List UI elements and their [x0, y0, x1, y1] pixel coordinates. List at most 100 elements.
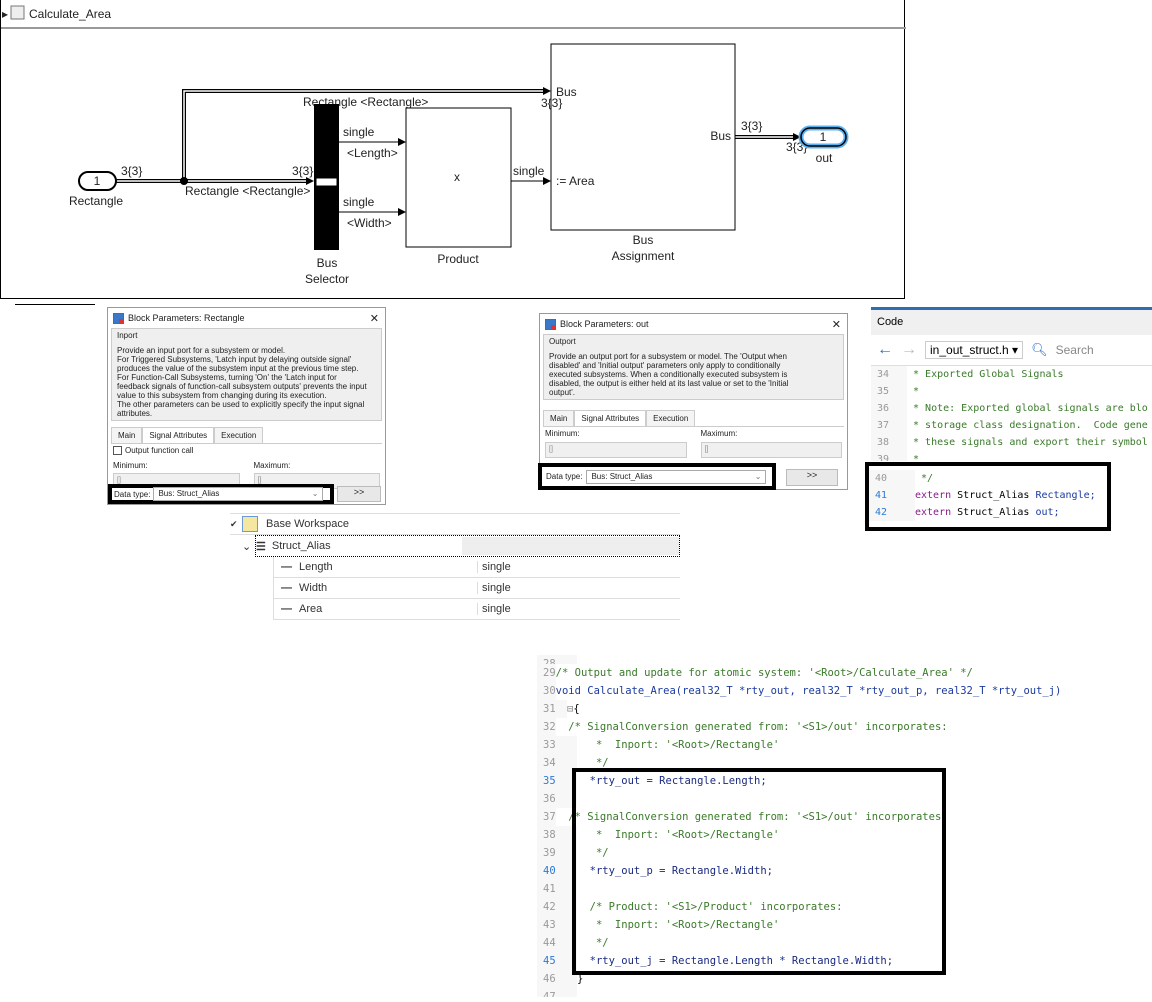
line-number: 37	[537, 808, 556, 826]
data-type-label: Data type:	[546, 472, 583, 481]
signal-type: single	[343, 125, 375, 139]
bus-assignment-label: Bus	[633, 233, 654, 247]
minimum-label: Minimum:	[113, 461, 148, 470]
branch-point	[180, 177, 188, 185]
code-line: 47	[537, 988, 945, 997]
show-assistant-button[interactable]: >>	[337, 486, 381, 502]
file-select[interactable]: in_out_struct.h ▾	[925, 341, 1024, 359]
dim-label: 3{3}	[121, 164, 142, 178]
code-text: *rty_out = Rectangle.Length;	[577, 775, 767, 787]
maximum-input[interactable]: []	[700, 442, 842, 458]
tab-execution[interactable]: Execution	[214, 427, 264, 443]
app-icon	[113, 312, 124, 324]
tab-signal-attributes[interactable]: Signal Attributes	[142, 427, 215, 443]
dim-label: 3{3}	[741, 119, 762, 133]
data-type-select[interactable]: Bus: Struct_Alias⌄	[153, 487, 324, 501]
signal-label: <Length>	[347, 146, 398, 160]
tab-main[interactable]: Main	[543, 410, 575, 426]
desc-line: value to this subsystem from changing du…	[117, 391, 327, 400]
desc-line: executed subsystems. When a conditionall…	[549, 370, 788, 379]
code-line: 46}	[537, 970, 945, 988]
search-icon[interactable]: 🔍︎	[1031, 342, 1048, 357]
code-line: 42 /* Product: '<S1>/Product' incorporat…	[537, 898, 945, 916]
line-number: 46	[537, 970, 577, 988]
minimum-input[interactable]: []	[545, 442, 687, 458]
port-label: Bus	[710, 129, 731, 143]
bus-lines[interactable]	[116, 87, 801, 216]
signal-type: single	[343, 195, 375, 209]
line-number: 40	[537, 862, 577, 880]
code-highlight-box	[572, 768, 946, 975]
inport-block[interactable]	[78, 171, 117, 191]
line-number: 36	[537, 790, 577, 808]
divider	[15, 304, 95, 305]
code-text: void Calculate_Area(real32_T *rty_out, r…	[555, 685, 1062, 697]
desc-line: Provide an input port for a subsystem or…	[117, 346, 286, 355]
tab-execution[interactable]: Execution	[646, 410, 696, 426]
dim-label: 3{3}	[292, 164, 313, 178]
inport-number: 1	[94, 174, 101, 188]
tree-node-struct-alias[interactable]: Struct_Alias	[271, 540, 331, 552]
code-text: */	[577, 937, 609, 949]
tree-node-base-workspace[interactable]: Base Workspace	[266, 518, 349, 530]
bus-selector-block[interactable]	[314, 104, 339, 250]
group-title: Outport	[549, 337, 576, 346]
desc-line: For Function-Call Subsystems, turning 'O…	[117, 373, 337, 382]
port-label: Bus	[556, 85, 577, 99]
line-number: 38	[537, 826, 577, 844]
desc-line: disabled, the output is either held at i…	[549, 379, 789, 388]
code-text: * Inport: '<Root>/Rectangle'	[577, 739, 780, 751]
code-text: */	[577, 757, 609, 769]
close-icon[interactable]: ✕	[369, 312, 379, 325]
code-line: 37 /* SignalConversion generated from: '…	[537, 808, 948, 826]
bus-icon: ☰	[256, 540, 266, 553]
output-function-call-checkbox[interactable]	[113, 446, 122, 455]
desc-line: The other parameters can be used to expl…	[117, 400, 365, 409]
code-line: 40 *rty_out_p = Rectangle.Width;	[537, 862, 945, 880]
group-title: Inport	[117, 331, 138, 340]
signal-type: single	[513, 164, 545, 178]
close-icon[interactable]: ✕	[831, 318, 841, 331]
expand-icon[interactable]: ▸	[2, 7, 8, 21]
code-text: {	[573, 703, 580, 715]
line-number: 43	[537, 916, 577, 934]
code-line: 44 */	[537, 934, 945, 952]
code-text: }	[577, 973, 584, 985]
line-number: 28	[537, 655, 577, 664]
model-title: Calculate_Area	[29, 7, 111, 21]
code-line: 38 * Inport: '<Root>/Rectangle'	[537, 826, 945, 844]
checkbox-label: Output function call	[125, 446, 194, 455]
forward-arrow-icon[interactable]: →	[901, 341, 917, 358]
desc-line: Provide an output port for a subsystem o…	[549, 352, 787, 361]
bus-assignment-block[interactable]	[550, 43, 736, 231]
chevron-down-icon[interactable]: ⌄	[242, 540, 252, 553]
search-input[interactable]: Search	[1055, 343, 1094, 357]
line-number: 39	[537, 844, 577, 862]
panel-title: Code	[871, 310, 1152, 335]
dim-label: 3{3}	[541, 96, 562, 110]
subsystem-icon	[10, 5, 25, 20]
back-arrow-icon[interactable]: ←	[877, 341, 893, 358]
inport-label: Rectangle	[69, 194, 123, 208]
line-number: 47	[537, 988, 577, 997]
code-line: 45 *rty_out_j = Rectangle.Length * Recta…	[537, 952, 945, 970]
line-number: 29	[537, 664, 556, 682]
data-type-select[interactable]: Bus: Struct_Alias⌄	[586, 469, 767, 484]
dialog-title: Block Parameters: Rectangle	[128, 313, 245, 323]
show-assistant-button[interactable]: >>	[786, 469, 838, 486]
fold-icon[interactable]: ⊟	[567, 703, 574, 715]
bus-selector-label: Selector	[305, 272, 349, 286]
line-number: 31	[537, 700, 567, 718]
product-block[interactable]	[405, 107, 512, 248]
tab-main[interactable]: Main	[111, 427, 143, 443]
code-text: * Inport: '<Root>/Rectangle'	[577, 829, 780, 841]
desc-line: attributes.	[117, 409, 153, 418]
code-text: /* Product: '<S1>/Product' incorporates:	[577, 901, 843, 913]
line-number: 34	[537, 754, 577, 772]
tab-signal-attributes[interactable]: Signal Attributes	[574, 410, 647, 426]
code-text: *rty_out_j = Rectangle.Length * Rectangl…	[577, 955, 894, 967]
line-number: 45	[537, 952, 577, 970]
